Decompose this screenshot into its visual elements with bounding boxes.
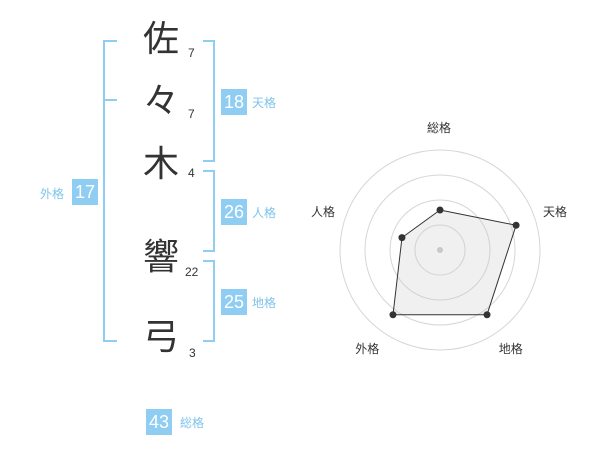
- radar-axis-label-4: 外格: [355, 341, 380, 356]
- radar-ring-4: [339, 149, 541, 351]
- name-char-4: 響: [142, 237, 179, 278]
- jinkaku-bracket: [203, 170, 215, 252]
- gaikaku-bracket: [103, 40, 117, 342]
- stroke-count-1: 7: [188, 46, 195, 60]
- name-char-3: 木: [142, 144, 179, 185]
- gaikaku-bracket-tick: [105, 99, 117, 101]
- radar-axis-label-1: 総格: [427, 121, 452, 135]
- chikaku-bracket: [203, 260, 215, 342]
- radar-point-4: [389, 311, 397, 319]
- stroke-count-3: 4: [188, 166, 195, 180]
- stroke-count-4: 22: [185, 265, 199, 279]
- radar-ring-3: [364, 174, 516, 326]
- name-char-5: 弓: [142, 317, 179, 358]
- name-char-1: 佐: [142, 19, 179, 60]
- chikaku-label: 地格: [252, 296, 277, 310]
- radar-point-3: [483, 311, 491, 319]
- radar-ring-2: [389, 199, 491, 301]
- radar-point-5: [398, 234, 406, 242]
- radar-series: [389, 206, 520, 319]
- gaikaku-value-badge: 17: [72, 179, 99, 205]
- radar-axis-label-3: 地格: [498, 341, 523, 356]
- tenkaku-bracket: [203, 40, 215, 162]
- radar-center-dot: [437, 247, 443, 253]
- chikaku-value-badge: 25: [221, 289, 248, 315]
- radar-series-polygon: [392, 209, 517, 316]
- tenkaku-value-badge: 18: [221, 89, 248, 115]
- stroke-count-2: 7: [188, 107, 195, 121]
- soukaku-value-badge: 43: [146, 409, 173, 435]
- radar-axis-label-2: 天格: [543, 205, 568, 220]
- stroke-count-5: 3: [189, 346, 196, 360]
- gaikaku-label: 外格: [40, 187, 65, 201]
- jinkaku-label: 人格: [252, 206, 277, 220]
- tenkaku-label: 天格: [252, 96, 277, 110]
- jinkaku-value-badge: 26: [221, 199, 248, 225]
- radar-ring-1: [414, 224, 466, 276]
- name-char-2: 々: [142, 81, 179, 122]
- radar-point-1: [436, 206, 444, 214]
- radar-grid: [339, 149, 541, 351]
- radar-axis-label-5: 人格: [310, 205, 335, 220]
- soukaku-label: 総格: [180, 416, 205, 430]
- radar-point-2: [512, 221, 520, 229]
